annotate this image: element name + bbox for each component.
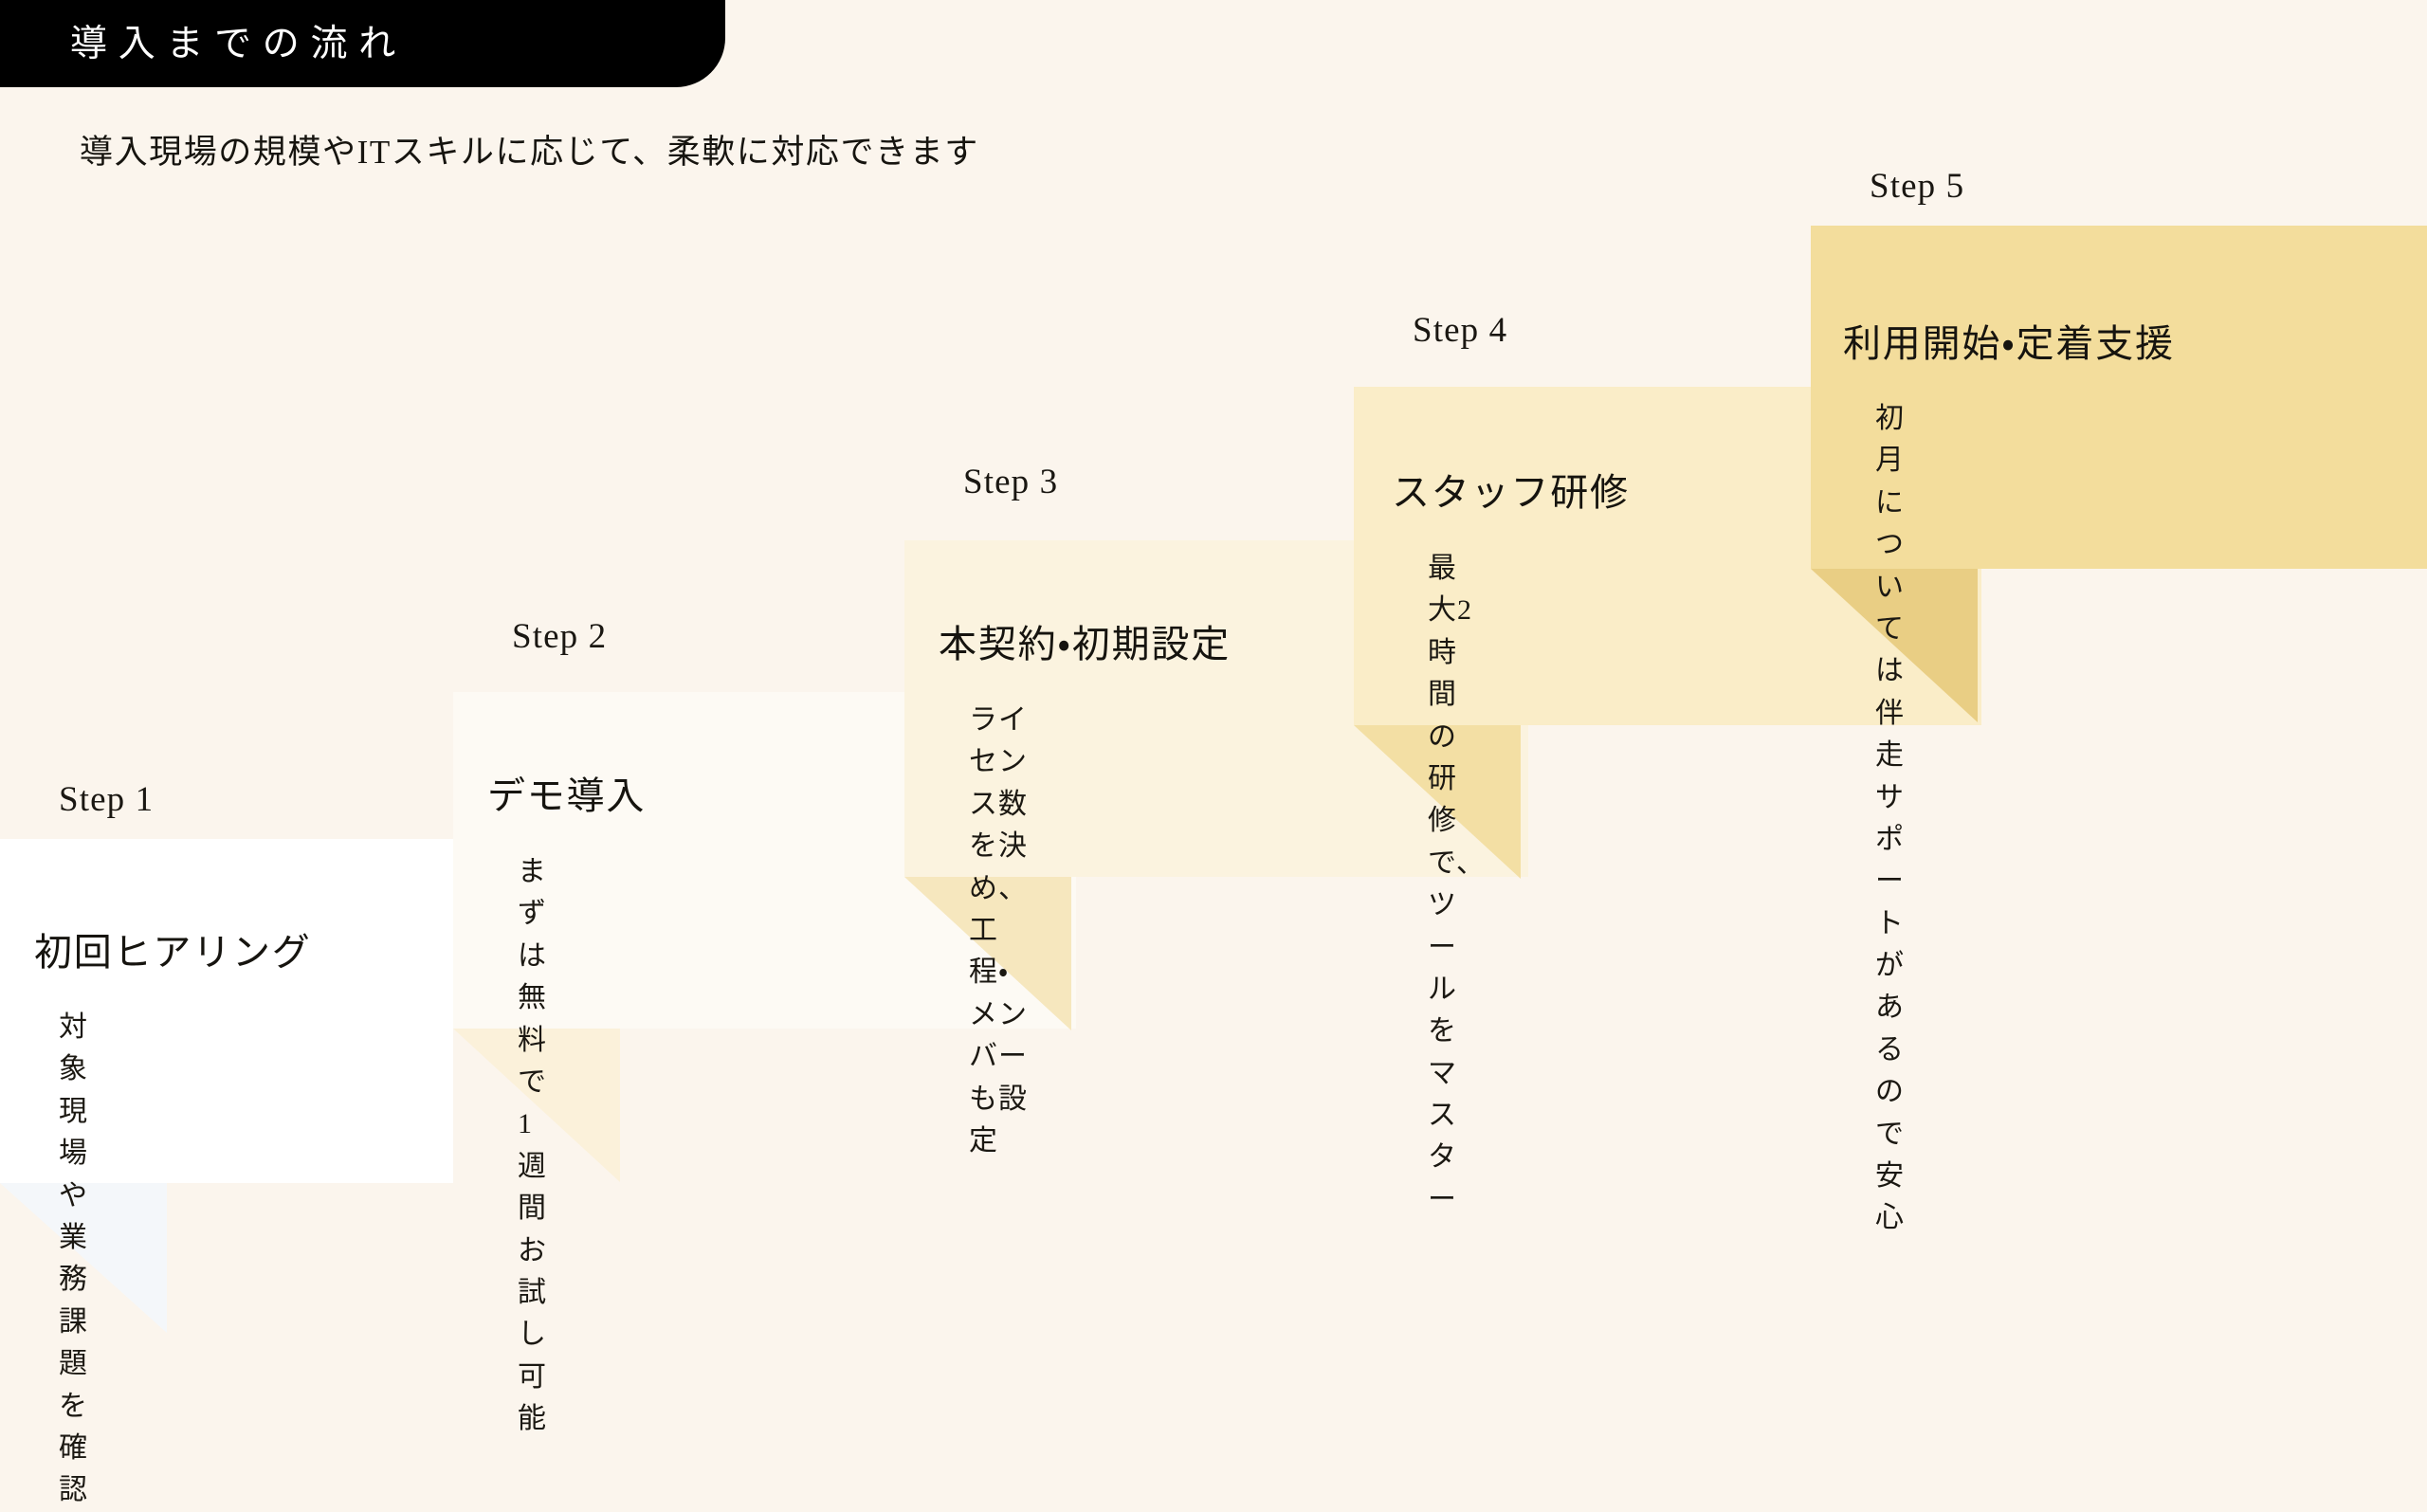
step-card-1[interactable] [0, 839, 453, 1183]
step-title-2: デモ導入 [487, 774, 647, 817]
step-title-3: 本契約・初期設定 [939, 623, 1231, 665]
page-subtitle: 導入現場の規模やITスキルに応じて、柔軟に対応できます [80, 134, 979, 171]
step-card-5[interactable] [1811, 226, 2427, 569]
step-body-4: 最大2時間の研修で、 ツールをマスター [1428, 553, 1486, 1215]
step-title-4: スタッフ研修 [1392, 471, 1630, 514]
step-label-5: Step 5 [1870, 167, 1965, 206]
step-body-3: ライセンス数を決め、 工程・メンバーも設定 [969, 704, 1029, 1157]
step-label-2: Step 2 [512, 617, 608, 656]
step-title-1: 初回ヒアリング [34, 931, 312, 974]
step-label-4: Step 4 [1413, 311, 1508, 350]
step-label-1: Step 1 [59, 780, 155, 819]
step-label-3: Step 3 [963, 463, 1059, 501]
header-banner: 導入までの流れ [0, 0, 725, 87]
step-body-2: まずは無料で 1週間お試し可能 [518, 856, 548, 1435]
steps-staircase: Step 1 初回ヒアリング 対象現場や 業務課題を確認 Step 2 デモ導入… [0, 167, 2427, 1505]
step-body-5: 初月については 伴走サポートがあるので安心 [1875, 403, 1906, 1234]
step-body-1: 対象現場や 業務課題を確認 [59, 1011, 89, 1506]
page-title: 導入までの流れ [70, 23, 407, 64]
step-title-5: 利用開始・定着支援 [1843, 322, 2175, 365]
